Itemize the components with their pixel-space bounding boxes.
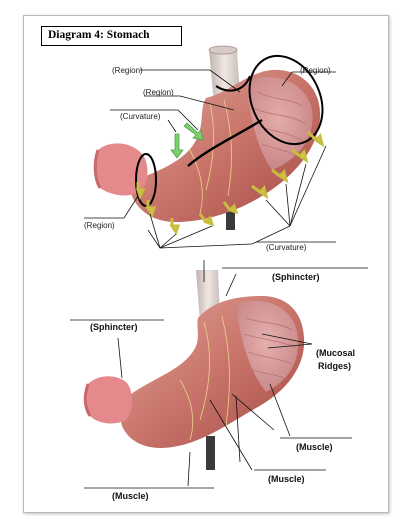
diagram-title: Diagram 4: Stomach	[48, 29, 150, 41]
label-mucosal-2: Ridges)	[318, 361, 352, 371]
blood-vessel-bottom	[206, 436, 215, 470]
title-box: Diagram 4: Stomach	[41, 26, 182, 46]
label-region-4: (Region)	[84, 221, 115, 230]
blood-vessel	[226, 198, 235, 230]
label-sphincter-1: (Sphincter)	[272, 272, 320, 282]
bottom-stomach-illustration	[70, 260, 368, 489]
mucosal-folds	[253, 91, 307, 157]
bottom-leader-lines	[70, 260, 368, 489]
pylorus-bottom	[85, 376, 132, 424]
region-outline-body	[187, 118, 263, 167]
mucosa-bottom	[236, 300, 299, 392]
green-arrows	[170, 122, 204, 159]
label-mucosal-1: (Mucosal	[316, 348, 356, 358]
label-region-1: (Region)	[112, 66, 143, 75]
top-leader-lines	[84, 69, 336, 249]
pylorus	[95, 143, 148, 196]
region-outline-pylorus	[135, 153, 157, 207]
pylorus-rim	[93, 149, 102, 189]
label-curvature-1: (Curvature)	[120, 112, 161, 121]
pylorus-rim-bottom	[83, 383, 92, 417]
label-muscle-3: (Muscle)	[112, 491, 149, 501]
region-outline-fundus	[248, 54, 324, 146]
top-stomach-illustration	[84, 45, 336, 249]
vessels-top	[189, 99, 232, 215]
label-muscle-2: (Muscle)	[268, 474, 305, 484]
fundus-mucosa	[246, 77, 313, 170]
label-region-3: (Region)	[300, 66, 331, 75]
label-curvature-2: (Curvature)	[266, 243, 307, 252]
vessels-bottom	[179, 315, 230, 441]
esophagus-opening	[208, 45, 238, 55]
yellow-arrows	[135, 130, 325, 236]
label-sphincter-2: (Sphincter)	[90, 322, 138, 332]
label-region-2: (Region)	[143, 88, 174, 97]
region-outline-cardia	[215, 75, 251, 92]
label-muscle-1: (Muscle)	[296, 442, 333, 452]
